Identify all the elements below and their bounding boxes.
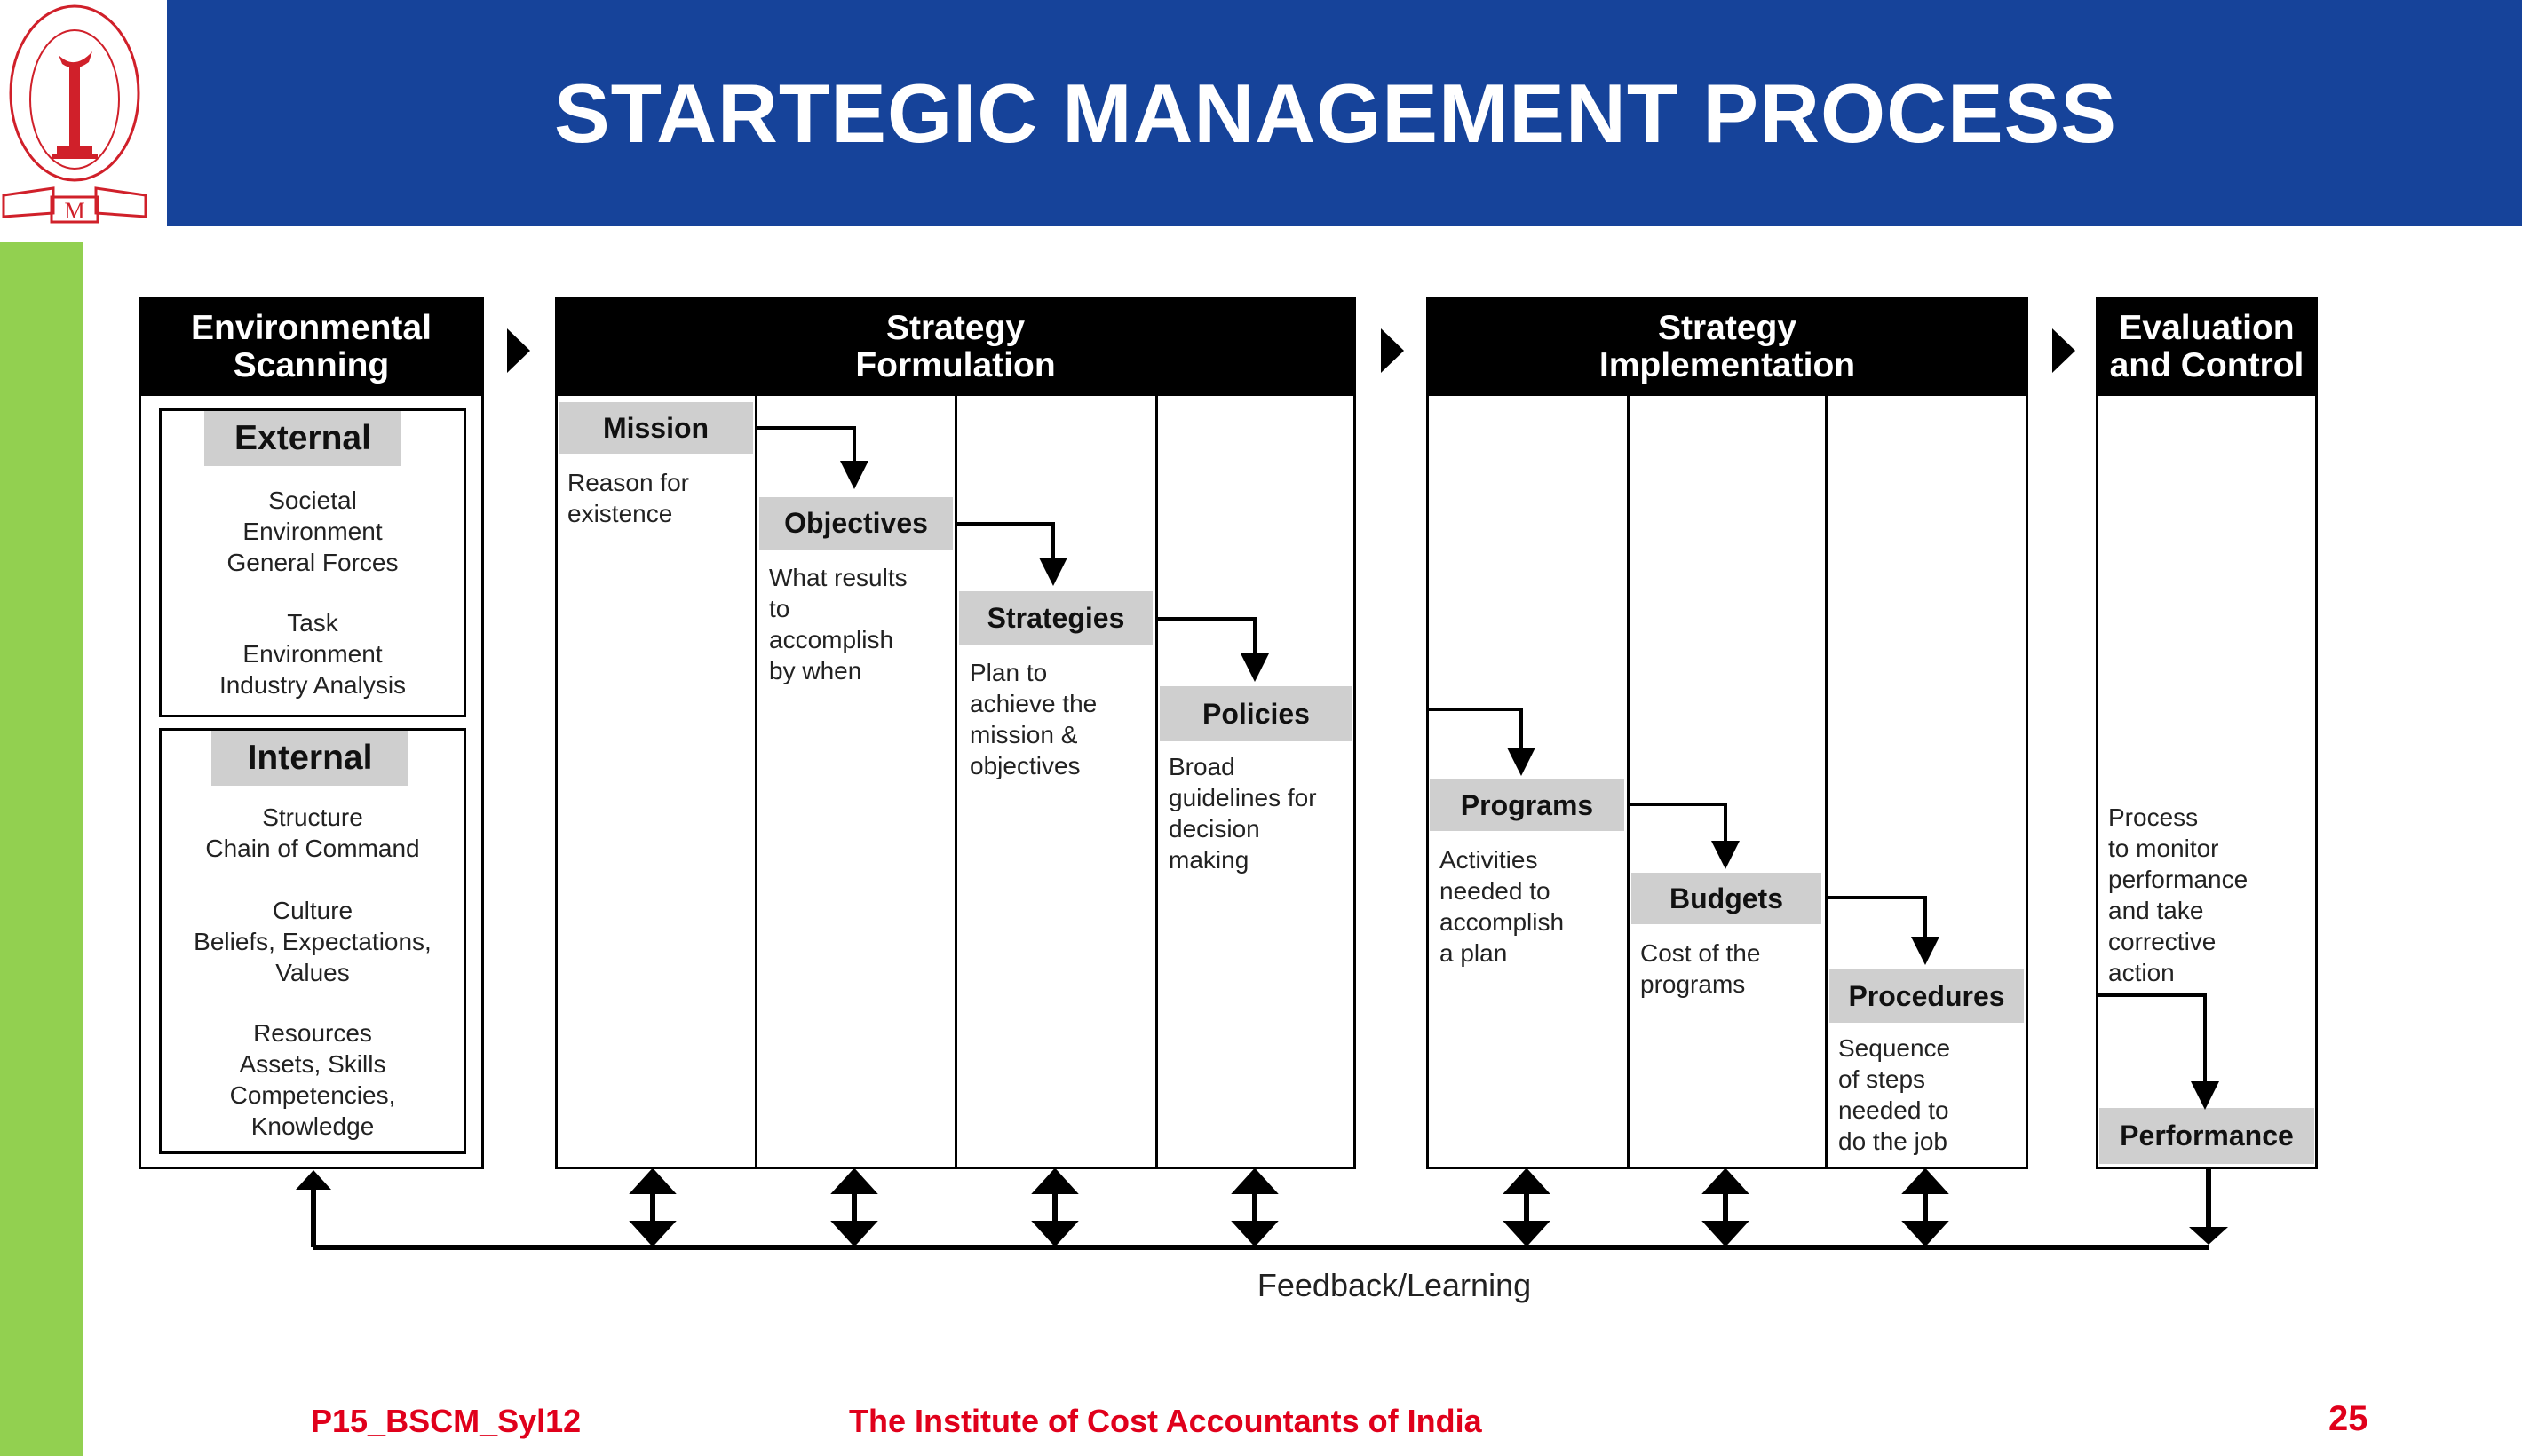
double-arrow-icon: [1231, 1167, 1279, 1247]
arrow-down-icon: [2189, 1227, 2228, 1245]
strategies-to-policies-arrow: [1156, 617, 1269, 682]
institute-logo: M: [0, 0, 167, 226]
internal-box: [159, 728, 466, 1154]
evaluation-control-title: Evaluation and Control: [2096, 297, 2318, 396]
flow-arrow-icon: [507, 328, 530, 373]
programs-desc: Activities needed to accomplish a plan: [1439, 846, 1565, 967]
external-box: [159, 408, 466, 717]
strategies-label: Strategies: [959, 591, 1153, 645]
performance-label: Performance: [2099, 1108, 2314, 1164]
objectives-to-strategies-arrow: [956, 522, 1067, 586]
strategy-implementation-box: [1426, 297, 2028, 1169]
programs-label: Programs: [1430, 779, 1624, 831]
internal-label: Internal: [211, 731, 408, 786]
column-divider: [1825, 396, 1828, 1168]
strategy-implementation-title: Strategy Implementation: [1426, 297, 2028, 396]
page-number: 25: [2328, 1399, 2368, 1438]
evaluation-to-performance-arrow: [2098, 993, 2219, 1110]
side-accent-bar: [0, 242, 83, 1456]
strategy-formulation-title: Strategy Formulation: [555, 297, 1356, 396]
procedures-desc: Sequence of steps needed to do the job: [1838, 1034, 1951, 1155]
objectives-desc: What results to accomplish by when: [769, 564, 908, 684]
budgets-to-procedures-arrow: [1826, 896, 1939, 965]
external-item: Task Environment Industry Analysis: [218, 609, 407, 699]
mission-label: Mission: [559, 402, 753, 454]
mission-to-objectives-arrow: [756, 426, 868, 489]
title-banner: STARTEGIC MANAGEMENT PROCESS: [167, 0, 2522, 226]
budgets-label: Budgets: [1631, 873, 1821, 924]
evaluation-desc: Process to monitor performance and take …: [2108, 803, 2248, 986]
column-divider: [1155, 396, 1158, 1168]
page-title: STARTEGIC MANAGEMENT PROCESS: [553, 66, 2118, 160]
double-arrow-icon: [830, 1167, 878, 1247]
internal-item: Resources Assets, Skills Competencies, K…: [229, 1019, 396, 1140]
svg-text:M: M: [64, 198, 84, 224]
arrow-up-icon: [296, 1170, 331, 1190]
internal-item: Structure Chain of Command: [205, 803, 420, 862]
strategies-desc: Plan to achieve the mission & objectives: [970, 659, 1098, 779]
mission-desc: Reason for existence: [567, 469, 689, 527]
programs-to-budgets-arrow: [1628, 803, 1740, 869]
objectives-label: Objectives: [759, 497, 953, 550]
budgets-desc: Cost of the programs: [1640, 939, 1761, 998]
internal-item: Culture Beliefs, Expectations, Values: [194, 897, 432, 986]
flow-arrow-icon: [2052, 328, 2075, 373]
double-arrow-icon: [1701, 1167, 1749, 1247]
column-divider: [1627, 396, 1630, 1168]
external-item: Societal Environment General Forces: [226, 487, 399, 576]
flow-arrow-icon: [1381, 328, 1404, 373]
external-label: External: [204, 411, 401, 466]
column-divider: [755, 396, 757, 1168]
footer-code: P15_BSCM_Syl12: [311, 1403, 582, 1439]
double-arrow-icon: [1901, 1167, 1949, 1247]
double-arrow-icon: [1031, 1167, 1079, 1247]
procedures-label: Procedures: [1829, 969, 2024, 1023]
env-scanning-title: Environmental Scanning: [139, 297, 484, 396]
feedback-label: Feedback/Learning: [1257, 1267, 1532, 1303]
to-programs-arrow: [1426, 708, 1535, 776]
footer-institute: The Institute of Cost Accountants of Ind…: [849, 1403, 1482, 1439]
policies-label: Policies: [1160, 686, 1352, 741]
policies-desc: Broad guidelines for decision making: [1169, 753, 1317, 874]
double-arrow-icon: [1503, 1167, 1550, 1247]
column-divider: [955, 396, 957, 1168]
double-arrow-icon: [629, 1167, 677, 1247]
